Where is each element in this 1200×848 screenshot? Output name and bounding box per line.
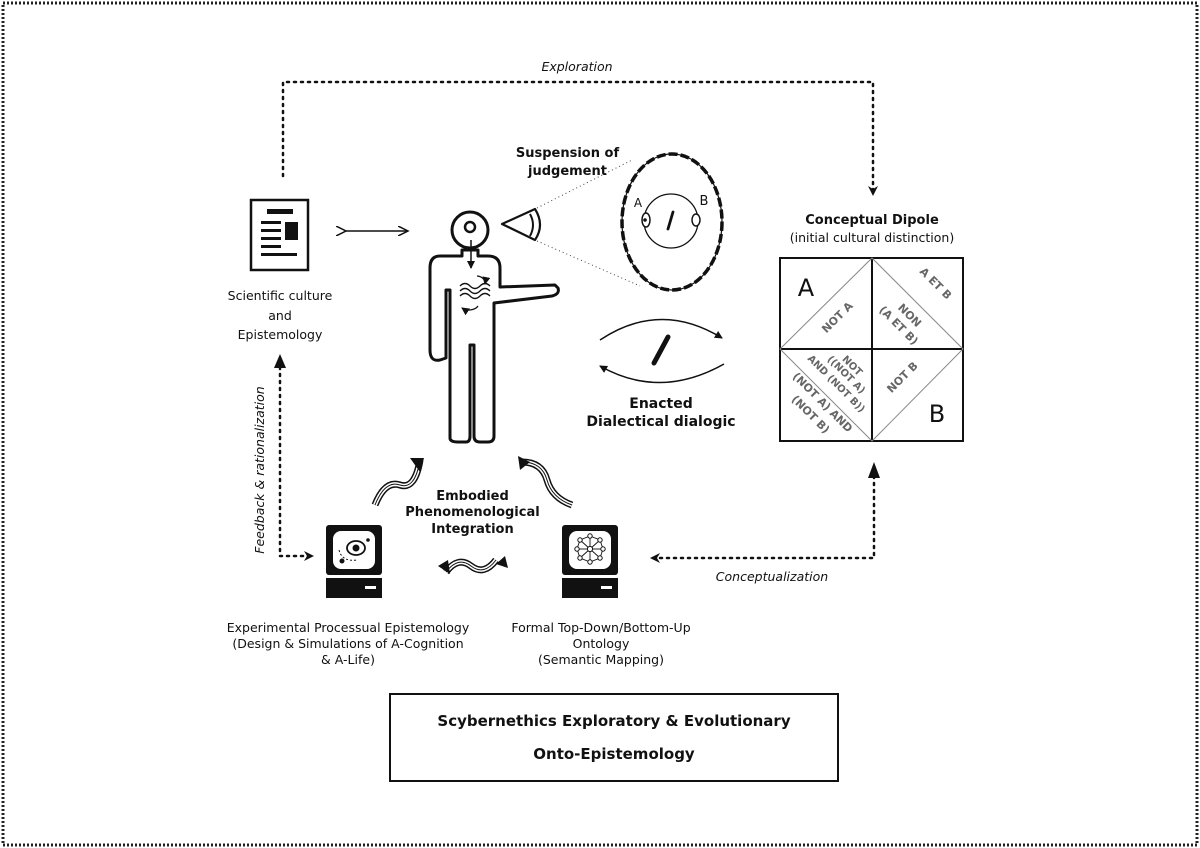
embodied-line-1: Embodied [436,489,509,504]
conceptual-dipole-subtitle: (initial cultural distinction) [789,229,955,245]
ontology-computer-icon [562,525,618,598]
human-figure-icon [428,210,560,444]
feedback-arrowhead-up [274,354,286,368]
experimental-label: Experimental Processual Epistemology (De… [210,620,486,668]
square-label-b: B [929,400,945,428]
exploration-label: Exploration [541,59,613,74]
lens-label-b: B [700,194,709,209]
conceptual-dipole-title: Conceptual Dipole [805,213,939,228]
conceptualization-arrowhead-up [868,462,880,478]
wavy-arrow-right-down [518,456,574,509]
scientific-culture-line-2: and [268,307,292,323]
formal-line-3: (Semantic Mapping) [537,652,664,667]
wavy-arrow-left-up [371,458,424,507]
simulation-computer-icon [326,525,382,598]
scientific-culture-line-3: Epistemology [237,327,323,342]
embodied-label: Embodied Phenomenological Integration [400,489,545,538]
eye-view-cone [500,159,641,287]
formal-line-1: Formal Top-Down/Bottom-Up [511,620,691,635]
enacted-line-1: Enacted [629,396,693,412]
experimental-line-2: (Design & Simulations of A-Cognition [232,636,464,651]
footer-title-box: Scybernethics Exploratory & Evolutionary… [389,693,839,782]
formal-label: Formal Top-Down/Bottom-Up Ontology (Sema… [496,620,706,668]
wavy-arrow-horizontal [438,556,508,575]
enacted-cycle-icon [599,318,725,384]
suspension-label: Suspension of judgement [515,146,620,179]
embodied-line-2: Phenomenological [405,505,540,521]
conceptualization-label: Conceptualization [715,569,829,584]
conceptualization-connector [650,474,876,563]
experimental-line-1: Experimental Processual Epistemology [226,620,470,635]
embodied-line-3: Integration [431,521,514,537]
feedback-connector [278,358,314,561]
enacted-label: Enacted Dialectical dialogic [578,396,744,431]
experimental-line-3: & A-Life) [321,652,375,667]
feedback-label: Feedback & rationalization [252,386,267,553]
square-label-a: A [798,274,815,302]
suspension-lens-icon [620,152,724,292]
scientific-culture-line-1: Scientific culture [227,288,333,303]
scientific-culture-label: Scientific culture and Epistemology [210,286,350,345]
footer-title-line-2: Onto-Epistemology [533,745,695,763]
footer-title-line-1: Scybernethics Exploratory & Evolutionary [437,712,791,730]
lens-label-a: A [634,196,643,210]
conceptual-dipole-label: Conceptual Dipole (initial cultural dist… [767,212,977,246]
conceptual-dipole-square [779,257,964,442]
document-icon [249,198,310,272]
enacted-line-2: Dialectical dialogic [586,413,736,430]
formal-line-2: Ontology [572,636,630,651]
